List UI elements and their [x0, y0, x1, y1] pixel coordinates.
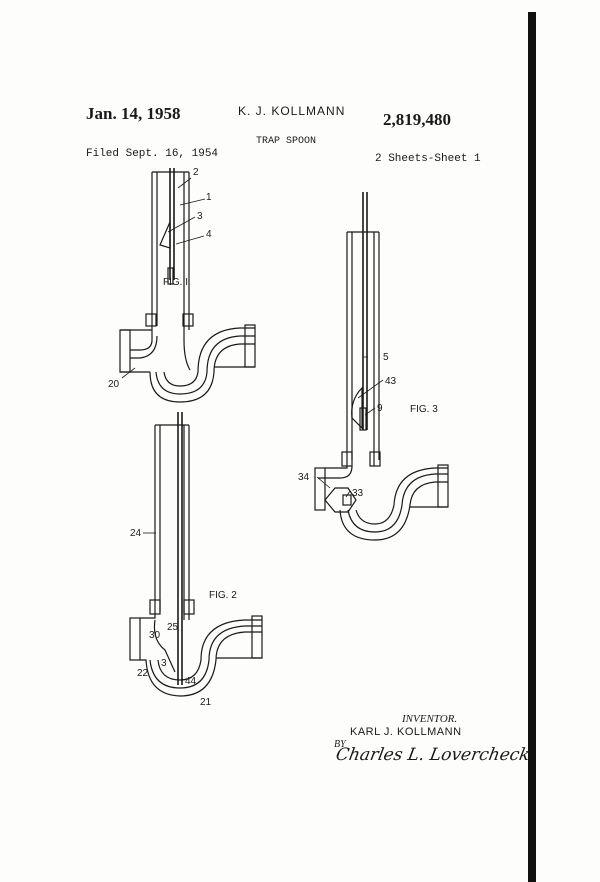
inventor-full-name: KARL J. KOLLMANN: [350, 726, 462, 738]
inventor-header: K. J. KOLLMANN: [238, 104, 346, 118]
fig1-label-4: 4: [206, 229, 212, 240]
fig2-label-30: 30: [149, 630, 161, 641]
fig2-label-24: 24: [130, 528, 142, 539]
fig3-label-33: 33: [352, 488, 364, 499]
fig2-label-3: 3: [161, 658, 167, 669]
inventor-label: INVENTOR.: [402, 713, 458, 725]
fig2-label-25: 25: [167, 622, 179, 633]
fig3-label-9: 9: [377, 403, 383, 414]
figure-3-drawing: [314, 192, 449, 541]
patent-number: 2,819,480: [383, 110, 451, 129]
patent-date: Jan. 14, 1958: [86, 104, 181, 123]
fig2-label-21: 21: [200, 697, 212, 708]
fig1-caption: FIG. I: [163, 277, 188, 288]
by-label: BY: [334, 739, 346, 750]
fig1-label-1: 1: [206, 192, 212, 203]
fig2-label-22: 22: [137, 668, 149, 679]
fig3-label-5: 5: [383, 352, 389, 363]
fig1-label-20: 20: [108, 379, 120, 390]
sheet-count: 2 Sheets-Sheet 1: [375, 153, 481, 165]
fig1-label-2: 2: [193, 167, 199, 178]
fig3-caption: FIG. 3: [410, 404, 438, 415]
fig3-label-34: 34: [298, 472, 310, 483]
attorney-signature: Charles L. Lovercheck: [334, 745, 532, 765]
fig3-label-43: 43: [385, 376, 397, 387]
page-edge-bar: [528, 12, 536, 882]
filed-date: Filed Sept. 16, 1954: [86, 148, 219, 160]
fig1-label-3: 3: [197, 211, 203, 222]
fig2-caption: FIG. 2: [209, 590, 237, 601]
figure-1-drawing: [119, 168, 256, 403]
fig2-label-44: 44: [185, 676, 197, 687]
patent-title: TRAP SPOON: [256, 136, 317, 147]
figure-2-drawing: [129, 412, 263, 697]
